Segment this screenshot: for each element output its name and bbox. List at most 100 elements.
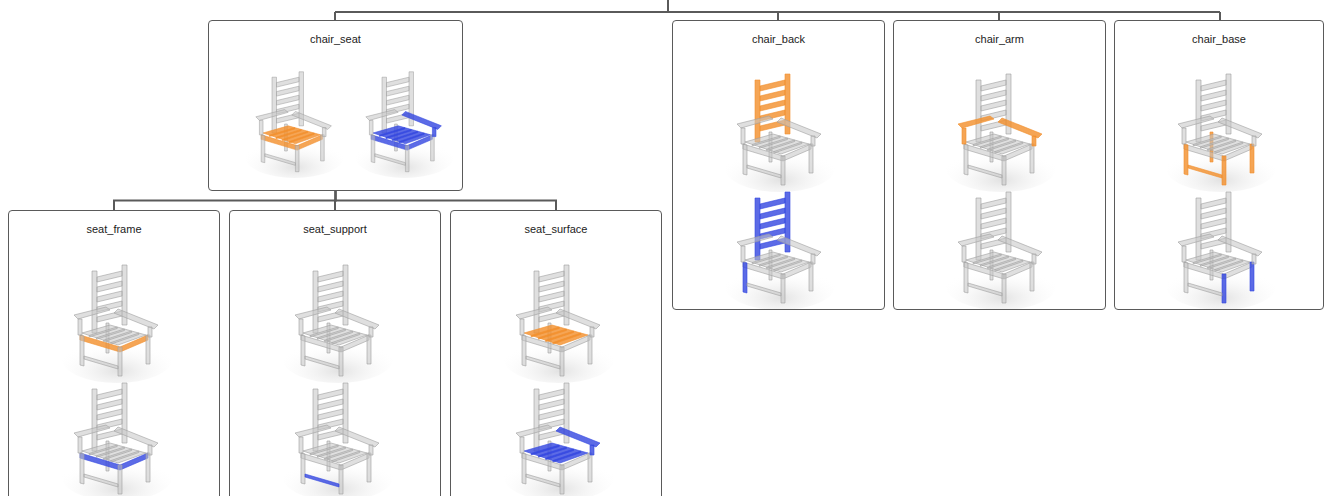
chair-part <box>516 425 552 437</box>
chair-part <box>118 347 122 376</box>
chair-part <box>522 335 562 352</box>
chair-part <box>1196 80 1201 142</box>
chair-part <box>369 445 373 455</box>
chair-part <box>809 262 813 291</box>
chair-part <box>1182 128 1186 144</box>
chair-part <box>516 307 552 319</box>
chair-part <box>78 319 82 335</box>
chair-part <box>1201 198 1226 209</box>
chair-part <box>432 128 436 137</box>
chair-part <box>560 347 564 376</box>
chair-part <box>277 95 300 105</box>
chair-part <box>588 453 592 482</box>
chair-part <box>976 80 981 142</box>
chair-picture <box>1166 74 1276 192</box>
chair-part <box>962 246 966 262</box>
chair-part <box>97 399 122 410</box>
chair-part <box>265 154 296 166</box>
chair-part <box>741 128 745 144</box>
chair-part <box>97 281 122 292</box>
chair-part <box>321 135 325 161</box>
chair-part <box>1184 144 1224 161</box>
chair-part <box>301 453 305 484</box>
chair-part <box>539 271 564 282</box>
chair-part <box>981 218 1006 229</box>
chair-part <box>431 135 435 161</box>
chair-part <box>760 198 785 209</box>
chair-part <box>962 128 966 144</box>
chair-part <box>760 218 785 229</box>
chair-part <box>322 128 326 137</box>
chair-part <box>1201 208 1226 219</box>
chair-part <box>737 234 773 246</box>
chair-part <box>1224 144 1252 161</box>
chair-part <box>97 389 122 400</box>
chair-part <box>522 453 562 470</box>
branch-line <box>777 12 779 20</box>
chair-part <box>114 309 158 329</box>
chair-part <box>783 262 811 279</box>
chair-part <box>367 335 371 364</box>
chair-part <box>958 234 994 246</box>
chair-part <box>539 389 564 400</box>
branch-line <box>1219 12 1221 20</box>
chair-part <box>811 254 815 264</box>
chair-part <box>1252 254 1256 264</box>
chair-part <box>80 335 120 352</box>
chair-part <box>301 453 341 470</box>
chair-part <box>277 86 300 96</box>
chair-part <box>522 335 526 366</box>
tree-box: chair_base <box>1114 20 1324 310</box>
chair-part <box>259 120 263 134</box>
chair-part <box>84 474 118 487</box>
box-title: chair_back <box>673 21 884 45</box>
chair-picture <box>62 383 172 496</box>
tree-box: seat_frame <box>8 210 220 496</box>
chair-part <box>1250 262 1254 291</box>
chair-part <box>981 208 1006 219</box>
chair-part <box>562 453 590 470</box>
chair-part <box>114 427 158 447</box>
chair-part <box>737 116 773 128</box>
chair-part <box>1184 262 1188 293</box>
chair-part <box>1030 144 1034 173</box>
chair-part <box>295 146 299 172</box>
chair-part <box>335 427 379 447</box>
chair-part <box>382 77 387 133</box>
tree-connector <box>336 191 557 210</box>
chair-part <box>1032 136 1036 146</box>
branch-line <box>334 12 336 20</box>
chair-part <box>1178 234 1214 246</box>
chair-part <box>809 144 813 173</box>
chair-picture <box>62 265 172 383</box>
chair-part <box>1201 218 1226 229</box>
chair-part <box>80 335 84 366</box>
chair-part <box>760 100 785 111</box>
chair-part <box>318 409 343 420</box>
chair-part <box>1196 198 1201 260</box>
chair-part <box>299 319 303 335</box>
chair-part <box>1188 283 1222 296</box>
chair-part <box>97 409 122 420</box>
chair-part <box>964 144 1004 161</box>
chair-part <box>743 262 747 293</box>
chair-part <box>148 445 152 455</box>
chair-part <box>272 77 277 133</box>
chair-part <box>256 110 288 121</box>
chair-part <box>534 271 539 333</box>
chair-part <box>84 356 118 369</box>
chair-part <box>74 307 110 319</box>
chair-part <box>755 80 760 142</box>
chair-part <box>367 453 371 482</box>
chair-part <box>92 271 97 333</box>
chair-part <box>1178 116 1214 128</box>
chair-part <box>781 156 785 185</box>
chair-part <box>747 283 781 296</box>
chair-part <box>520 319 524 335</box>
chair-part <box>407 135 432 150</box>
chair-part <box>1222 156 1226 185</box>
chair-picture <box>283 383 393 496</box>
chair-picture <box>283 265 393 383</box>
chair-part <box>1184 262 1224 279</box>
